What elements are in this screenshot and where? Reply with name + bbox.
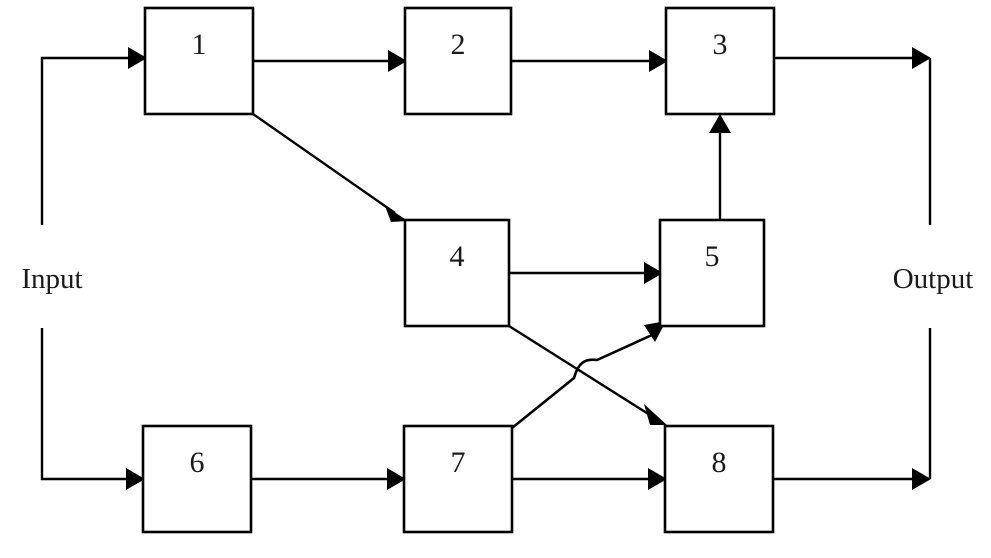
- edge-8-to-output: [773, 328, 932, 490]
- arrowhead-icon: [387, 468, 406, 490]
- block-5[interactable]: 5: [658, 218, 766, 328]
- block-7-label: 7: [451, 446, 466, 479]
- input-label: Input: [21, 263, 82, 295]
- edge-1-to-4: [252, 113, 408, 222]
- block-7-rect[interactable]: [402, 424, 514, 534]
- edge-5-to-3: [709, 114, 731, 220]
- arrowhead-icon: [644, 404, 667, 425]
- edge-7-to-8: [512, 468, 667, 490]
- block-8-rect[interactable]: [663, 424, 775, 534]
- output-label: Output: [893, 263, 974, 295]
- block-3-label: 3: [713, 28, 728, 61]
- block-2-rect[interactable]: [403, 6, 513, 116]
- arrowhead-icon: [648, 468, 667, 490]
- arrowhead-icon: [709, 114, 731, 133]
- block-7[interactable]: 7: [402, 424, 514, 534]
- block-1[interactable]: 1: [143, 6, 255, 116]
- arrowhead-icon: [385, 206, 408, 222]
- block-6-rect[interactable]: [141, 424, 253, 534]
- block-1-label: 1: [192, 28, 207, 61]
- edge-input-to-1: [40, 47, 147, 225]
- edge-6-to-7: [251, 468, 406, 490]
- block-2-label: 2: [451, 28, 466, 61]
- arrowhead-icon: [126, 468, 145, 490]
- arrowhead-icon: [649, 50, 668, 72]
- arrowhead-icon: [644, 262, 663, 284]
- block-4[interactable]: 4: [403, 218, 511, 328]
- edge-2-to-3: [511, 50, 668, 72]
- block-8-label: 8: [712, 446, 727, 479]
- edge-4-to-5: [509, 262, 663, 284]
- block-4-rect[interactable]: [403, 218, 511, 328]
- edge-7-to-5: [510, 321, 666, 430]
- edge-1-to-2: [253, 50, 407, 72]
- block-8[interactable]: 8: [663, 424, 775, 534]
- block-1-rect[interactable]: [143, 6, 255, 116]
- block-4-label: 4: [450, 240, 465, 273]
- block-6[interactable]: 6: [141, 424, 253, 534]
- edge-input-to-6: [40, 328, 145, 490]
- arrowhead-icon: [128, 47, 147, 69]
- arrowhead-icon: [912, 47, 931, 69]
- block-6-label: 6: [190, 446, 205, 479]
- edge-3-to-output: [774, 47, 932, 225]
- block-3-rect[interactable]: [664, 6, 776, 116]
- block-5-label: 5: [705, 240, 720, 273]
- arrowhead-icon: [388, 50, 407, 72]
- block-2[interactable]: 2: [403, 6, 513, 116]
- arrowhead-icon: [912, 468, 931, 490]
- block-5-rect[interactable]: [658, 218, 766, 328]
- edge-4-to-8: [508, 324, 667, 425]
- block-3[interactable]: 3: [664, 6, 776, 116]
